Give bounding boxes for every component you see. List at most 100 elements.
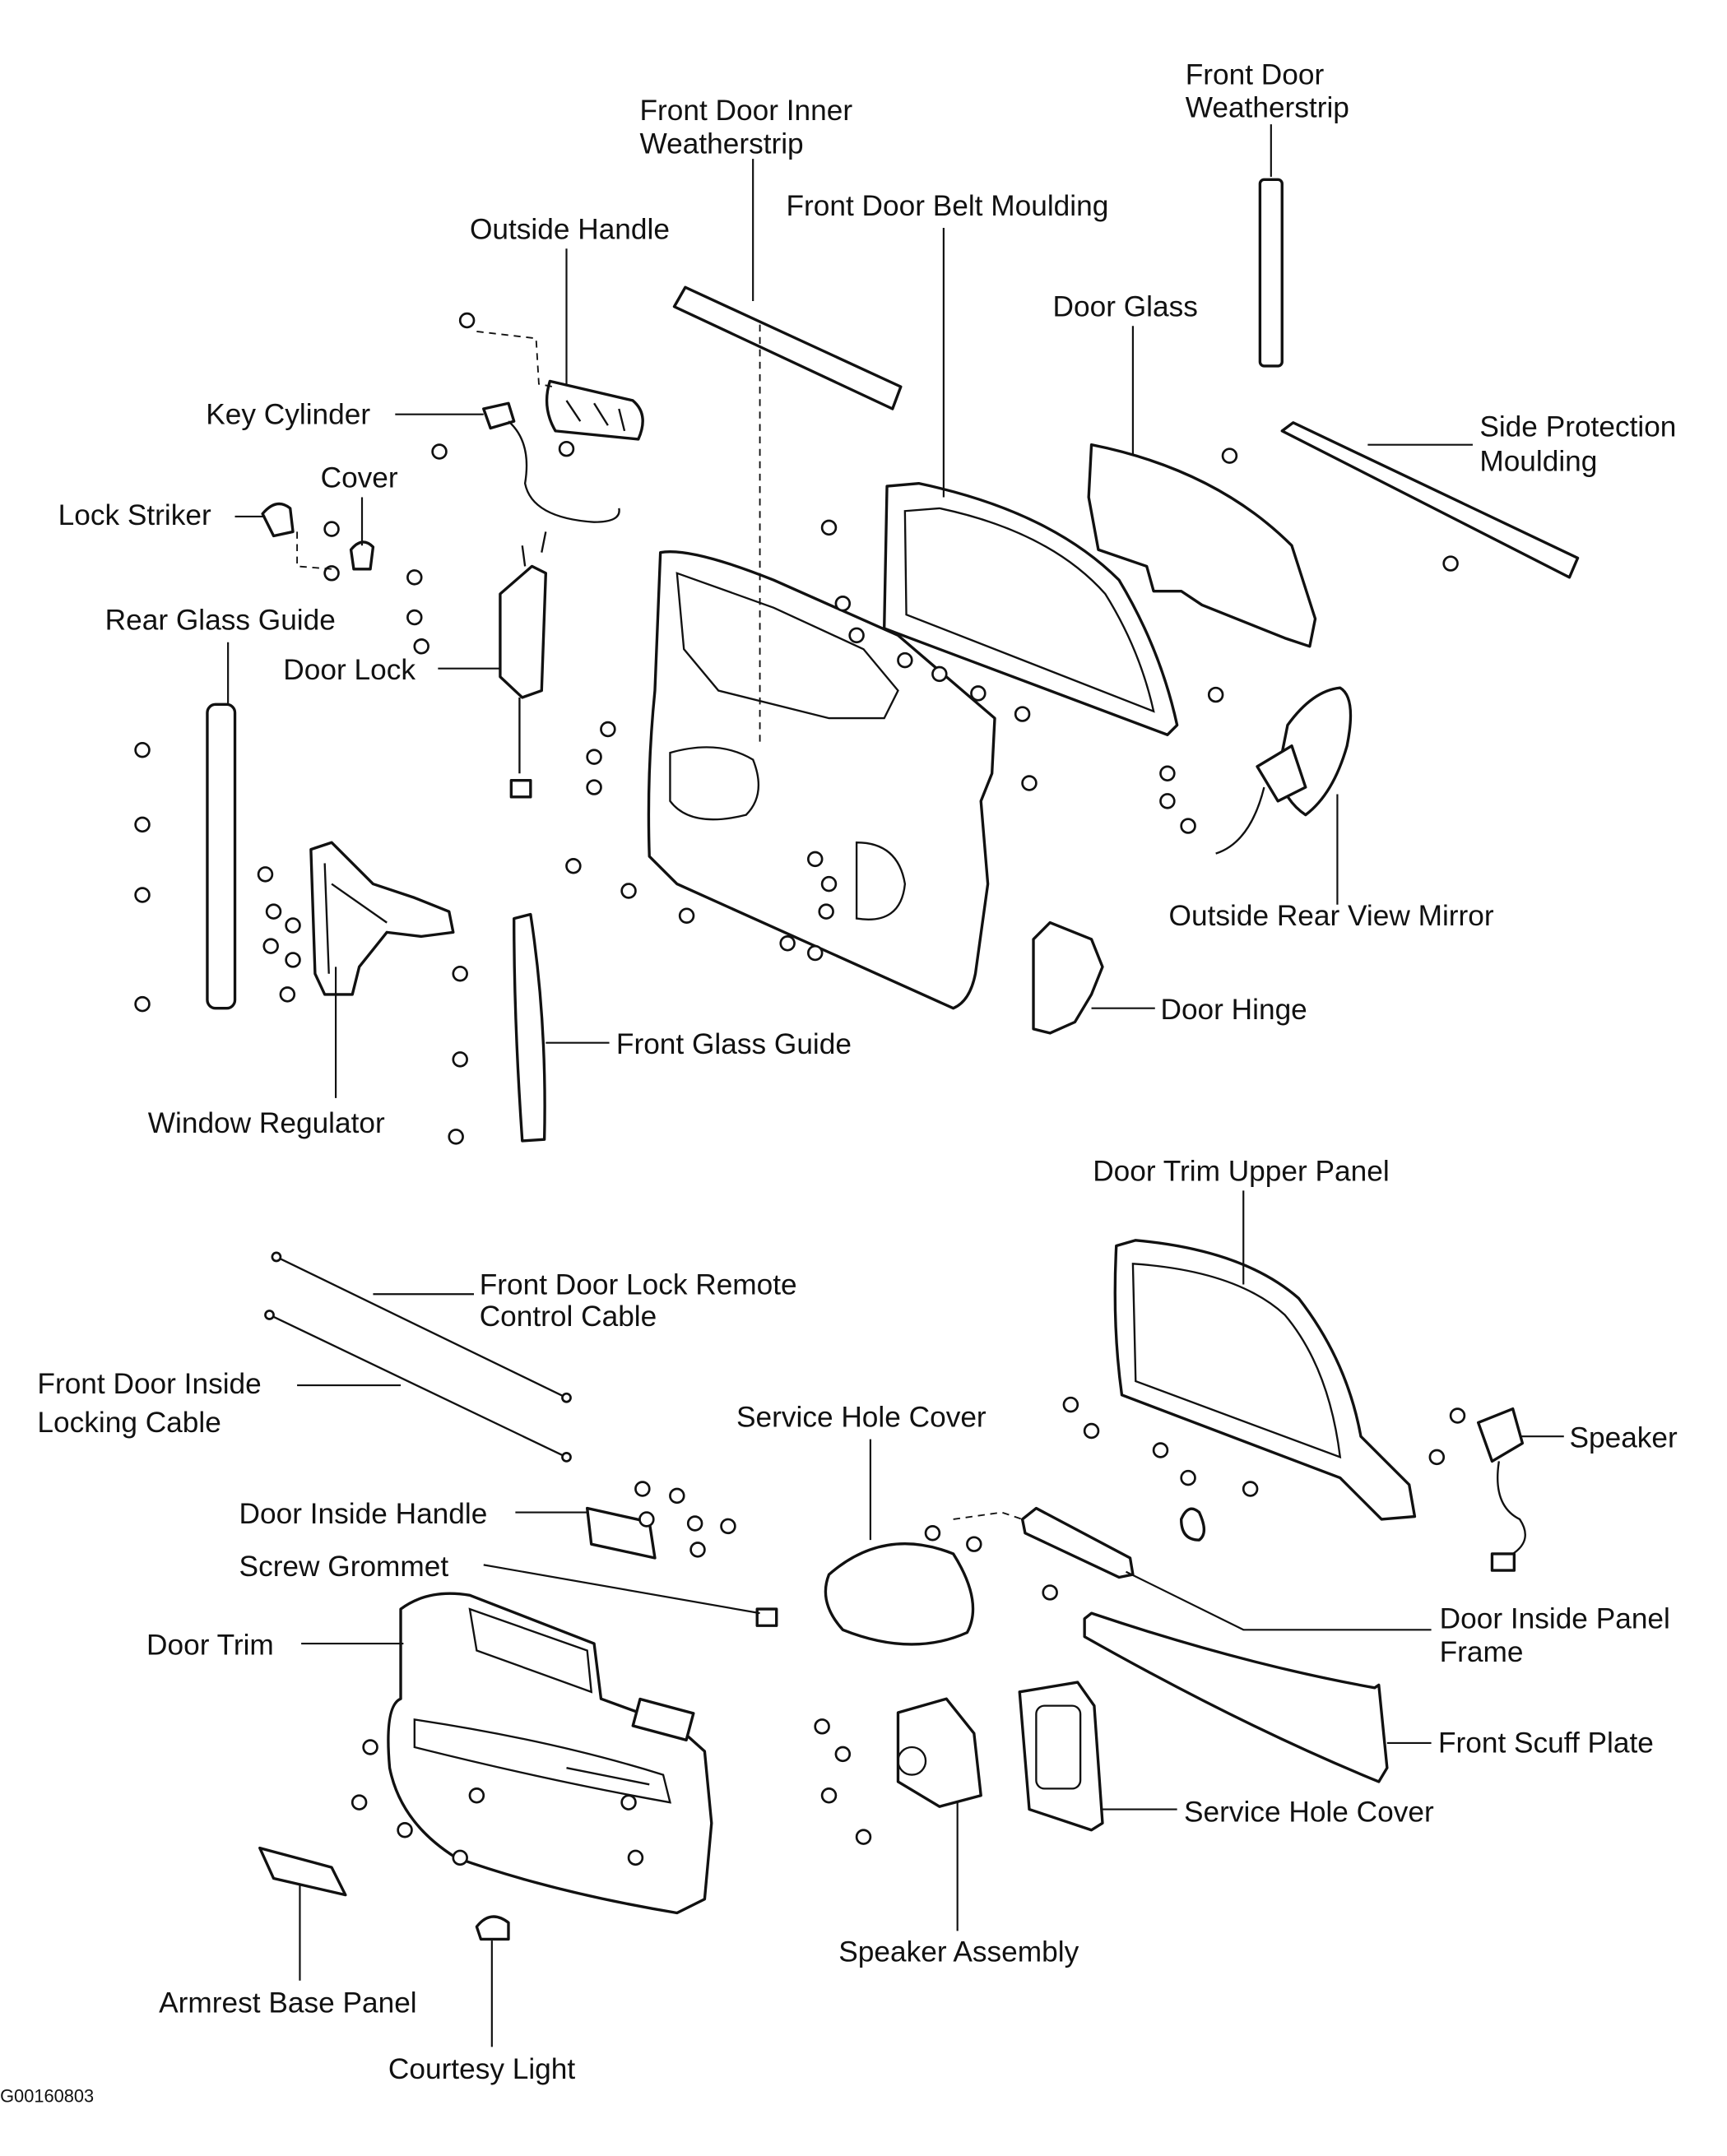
front-door-belt-moulding-part bbox=[883, 481, 1179, 736]
label-speaker: Speaker bbox=[1569, 1422, 1678, 1454]
label-front-glass-guide: Front Glass Guide bbox=[616, 1028, 852, 1060]
screw-icon bbox=[1062, 1396, 1079, 1413]
screw-icon bbox=[565, 858, 582, 874]
label-service-hole-cover-lower: Service Hole Cover bbox=[1184, 1797, 1434, 1829]
screw-icon bbox=[1083, 1422, 1100, 1440]
screw-icon bbox=[285, 952, 301, 968]
label-remote-control-cable-2: Control Cable bbox=[480, 1301, 657, 1333]
service-hole-cover-lower-part bbox=[1018, 1681, 1104, 1832]
label-inside-locking-cable-1: Front Door Inside bbox=[37, 1368, 261, 1400]
side-protection-moulding-part bbox=[1280, 421, 1580, 579]
rear-glass-guide-part bbox=[206, 702, 237, 1010]
screw-icon bbox=[1428, 1449, 1446, 1466]
cover-part bbox=[349, 540, 375, 571]
screw-icon bbox=[970, 685, 987, 702]
label-door-hinge: Door Hinge bbox=[1160, 994, 1307, 1026]
screw-icon bbox=[1442, 555, 1459, 572]
screw-icon bbox=[924, 1525, 941, 1542]
label-door-inside-panel-frame-2: Frame bbox=[1440, 1636, 1524, 1668]
screw-icon bbox=[468, 1787, 485, 1804]
screw-icon bbox=[134, 887, 151, 903]
screw-icon bbox=[779, 935, 796, 952]
label-front-door-weatherstrip-2: Weatherstrip bbox=[1186, 92, 1349, 124]
screw-icon bbox=[669, 1487, 685, 1505]
screw-icon bbox=[406, 569, 423, 586]
label-inside-locking-cable-2: Locking Cable bbox=[37, 1407, 221, 1439]
front-glass-guide-part bbox=[513, 912, 546, 1143]
screw-icon bbox=[820, 1787, 838, 1804]
screw-icon bbox=[397, 1822, 413, 1838]
label-door-inside-handle: Door Inside Handle bbox=[239, 1498, 488, 1530]
screw-icon bbox=[351, 1794, 368, 1811]
lock-striker-part bbox=[261, 502, 295, 538]
figure-code: G00160803 bbox=[0, 2086, 94, 2107]
label-door-trim-upper-panel: Door Trim Upper Panel bbox=[1093, 1156, 1389, 1188]
screw-icon bbox=[820, 519, 838, 536]
screw-icon bbox=[413, 638, 429, 655]
screw-icon bbox=[1042, 1584, 1058, 1601]
door-hinge-part bbox=[1032, 920, 1104, 1035]
screw-icon bbox=[586, 779, 602, 795]
screw-icon bbox=[1180, 1469, 1196, 1486]
label-lock-striker: Lock Striker bbox=[58, 499, 211, 531]
front-door-lock-remote-control-cable-part bbox=[276, 1255, 568, 1399]
screw-icon bbox=[820, 875, 838, 893]
label-side-protection-moulding-1: Side Protection bbox=[1479, 411, 1676, 443]
screw-icon bbox=[262, 938, 279, 954]
screw-icon bbox=[1021, 775, 1038, 791]
label-screw-grommet: Screw Grommet bbox=[239, 1551, 449, 1583]
label-front-door-belt-moulding: Front Door Belt Moulding bbox=[786, 190, 1108, 222]
courtesy-light-part bbox=[475, 1915, 510, 1941]
label-armrest-base-panel: Armrest Base Panel bbox=[159, 1987, 416, 2019]
screw-icon bbox=[431, 443, 448, 460]
screw-icon bbox=[814, 1718, 830, 1735]
screw-icon bbox=[686, 1515, 703, 1532]
screw-icon bbox=[627, 1849, 644, 1866]
label-front-scuff-plate: Front Scuff Plate bbox=[1438, 1727, 1654, 1760]
screw-icon bbox=[458, 312, 476, 329]
front-door-inside-locking-cable-part bbox=[268, 1314, 568, 1458]
door-lock-part bbox=[499, 564, 547, 699]
speaker-part bbox=[1476, 1407, 1525, 1463]
door-trim-part bbox=[387, 1592, 713, 1915]
label-front-door-inner-weatherstrip-1: Front Door Inner bbox=[639, 95, 852, 127]
screw-icon bbox=[285, 917, 301, 934]
screw-icon bbox=[134, 995, 151, 1013]
screw-icon bbox=[806, 944, 824, 962]
screw-icon bbox=[134, 816, 151, 833]
speaker-connector bbox=[1490, 1552, 1516, 1572]
screw-icon bbox=[678, 907, 695, 924]
screw-icon bbox=[323, 521, 340, 537]
label-speaker-assembly: Speaker Assembly bbox=[838, 1936, 1079, 1968]
screw-icon bbox=[1159, 793, 1176, 809]
label-side-protection-moulding-2: Moulding bbox=[1479, 446, 1597, 478]
screw-icon bbox=[1159, 765, 1176, 782]
screw-icon bbox=[265, 903, 282, 920]
screw-icon bbox=[1221, 447, 1238, 464]
door-lock-connector bbox=[509, 778, 532, 799]
screws-and-bolts bbox=[134, 312, 1466, 1866]
label-door-trim: Door Trim bbox=[146, 1630, 274, 1662]
screw-icon bbox=[848, 627, 865, 644]
door-inside-panel-frame-part bbox=[1020, 1506, 1135, 1579]
screw-icon bbox=[1449, 1407, 1466, 1424]
screw-icon bbox=[1207, 686, 1224, 703]
door-inside-handle-part bbox=[586, 1506, 657, 1560]
screw-icon bbox=[452, 1051, 468, 1068]
screw-icon bbox=[620, 1794, 637, 1811]
screw-icon bbox=[634, 1481, 651, 1497]
screw-icon bbox=[452, 965, 468, 982]
speaker-assembly-part bbox=[896, 1697, 982, 1808]
label-remote-control-cable-1: Front Door Lock Remote bbox=[480, 1268, 797, 1301]
label-service-hole-cover-upper: Service Hole Cover bbox=[736, 1401, 987, 1433]
screw-icon bbox=[931, 665, 948, 683]
screw-icon bbox=[897, 651, 913, 669]
screw-icon bbox=[855, 1829, 872, 1845]
label-cover: Cover bbox=[321, 462, 398, 494]
service-hole-cover-upper-part bbox=[824, 1542, 975, 1646]
screw-icon bbox=[134, 741, 151, 758]
door-trim-pocket bbox=[631, 1697, 695, 1742]
screw-icon bbox=[323, 565, 340, 582]
screw-icon bbox=[966, 1536, 982, 1552]
